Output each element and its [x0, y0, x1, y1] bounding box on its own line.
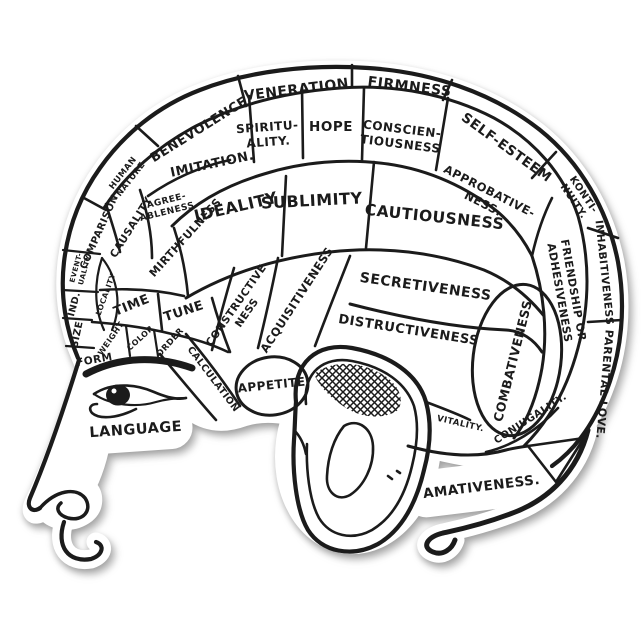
eventuality-top-line: [61, 248, 102, 256]
conjugality-bottom-arc: [484, 406, 560, 454]
lower-lash-flick: [88, 402, 138, 419]
comparison-right-line: [104, 202, 122, 254]
face-group: [26, 356, 196, 562]
eye-iris: [106, 384, 130, 406]
calculation-top-line: [184, 332, 242, 408]
neck-swoosh: [424, 427, 591, 556]
secretiveness-divider: [348, 302, 544, 354]
eye-glint: [111, 388, 117, 394]
ear-outer-contour: [291, 344, 432, 554]
divider-constructiveness-acquisitiveness: [256, 256, 280, 350]
friendship-left-arc: [512, 254, 547, 440]
nose-line: [26, 357, 82, 513]
divider-size-form: [64, 344, 96, 350]
divider-humannature-benevolence: [134, 124, 160, 148]
region-label-language: LANGUAGE: [89, 419, 183, 441]
ear-tragus-line: [292, 428, 308, 456]
region-label-spirituality-2: ALITY.: [246, 133, 291, 150]
divider-color-order: [152, 328, 160, 358]
ear-detail-dots: [386, 469, 402, 481]
outer-skull-contour: [60, 64, 625, 469]
divider-inhabitiveness-parental: [586, 318, 624, 324]
divider-sublimity-cautiousness: [364, 160, 376, 250]
combativeness-oval: [470, 282, 564, 438]
locality-right-line: [100, 256, 119, 332]
vitality-top-line: [424, 400, 472, 422]
divider-ind-size: [61, 316, 94, 322]
head-bottom-contour: [406, 444, 530, 457]
ear-lobe-hatched: [325, 421, 375, 499]
divider-selfesteem-kontinuity: [530, 150, 558, 180]
mirthfulness-right-line: [172, 226, 190, 298]
second-band-arc: [170, 159, 534, 258]
causality-right-line: [138, 188, 154, 260]
mouth-swoosh: [59, 519, 104, 562]
nostril-curl: [38, 489, 90, 521]
divider-approbativeness-friendship: [530, 196, 554, 258]
region-boundaries: [60, 63, 625, 484]
divider-firmness-selfesteem: [441, 78, 454, 102]
region-label-spirituality-1: SPIRITU-: [236, 118, 299, 136]
divider-benevolence-veneration: [236, 74, 248, 108]
divider-weight-color: [124, 324, 132, 358]
divider-ideality-sublimity: [280, 174, 288, 258]
language-bubble: [79, 404, 193, 454]
eyebrow: [82, 356, 196, 378]
tune-right-line: [210, 296, 232, 354]
imitation-bottom-line: [146, 158, 232, 198]
divider-eventuality-ind: [60, 288, 100, 294]
ear-group: [291, 344, 432, 554]
row-bottom-arc: [184, 248, 546, 318]
divider-kontinuity-inhabitiveness: [586, 226, 620, 240]
divider-time-tune: [156, 292, 164, 332]
constructiveness-left-line: [210, 266, 236, 352]
ear-inner-contour: [304, 358, 419, 538]
ear-crosshatch-shading: [314, 363, 401, 417]
divider-acquisitiveness-secretiveness: [313, 254, 352, 348]
locality-left-line: [95, 256, 106, 332]
region-label-hope: HOPE: [309, 119, 353, 135]
rim-inner-arc: [102, 85, 589, 448]
divider-conscientiousness-approbativeness: [434, 96, 450, 172]
divider-humannature-comparison: [82, 196, 108, 212]
divider-spirituality-hope: [300, 86, 305, 160]
divider-imitation-spirituality: [247, 94, 256, 164]
region-label-size: SIZE: [69, 320, 85, 349]
time-top-arc: [98, 287, 186, 298]
divider-hope-conscientiousness: [360, 86, 366, 162]
mastoid-triangle: [526, 436, 586, 484]
